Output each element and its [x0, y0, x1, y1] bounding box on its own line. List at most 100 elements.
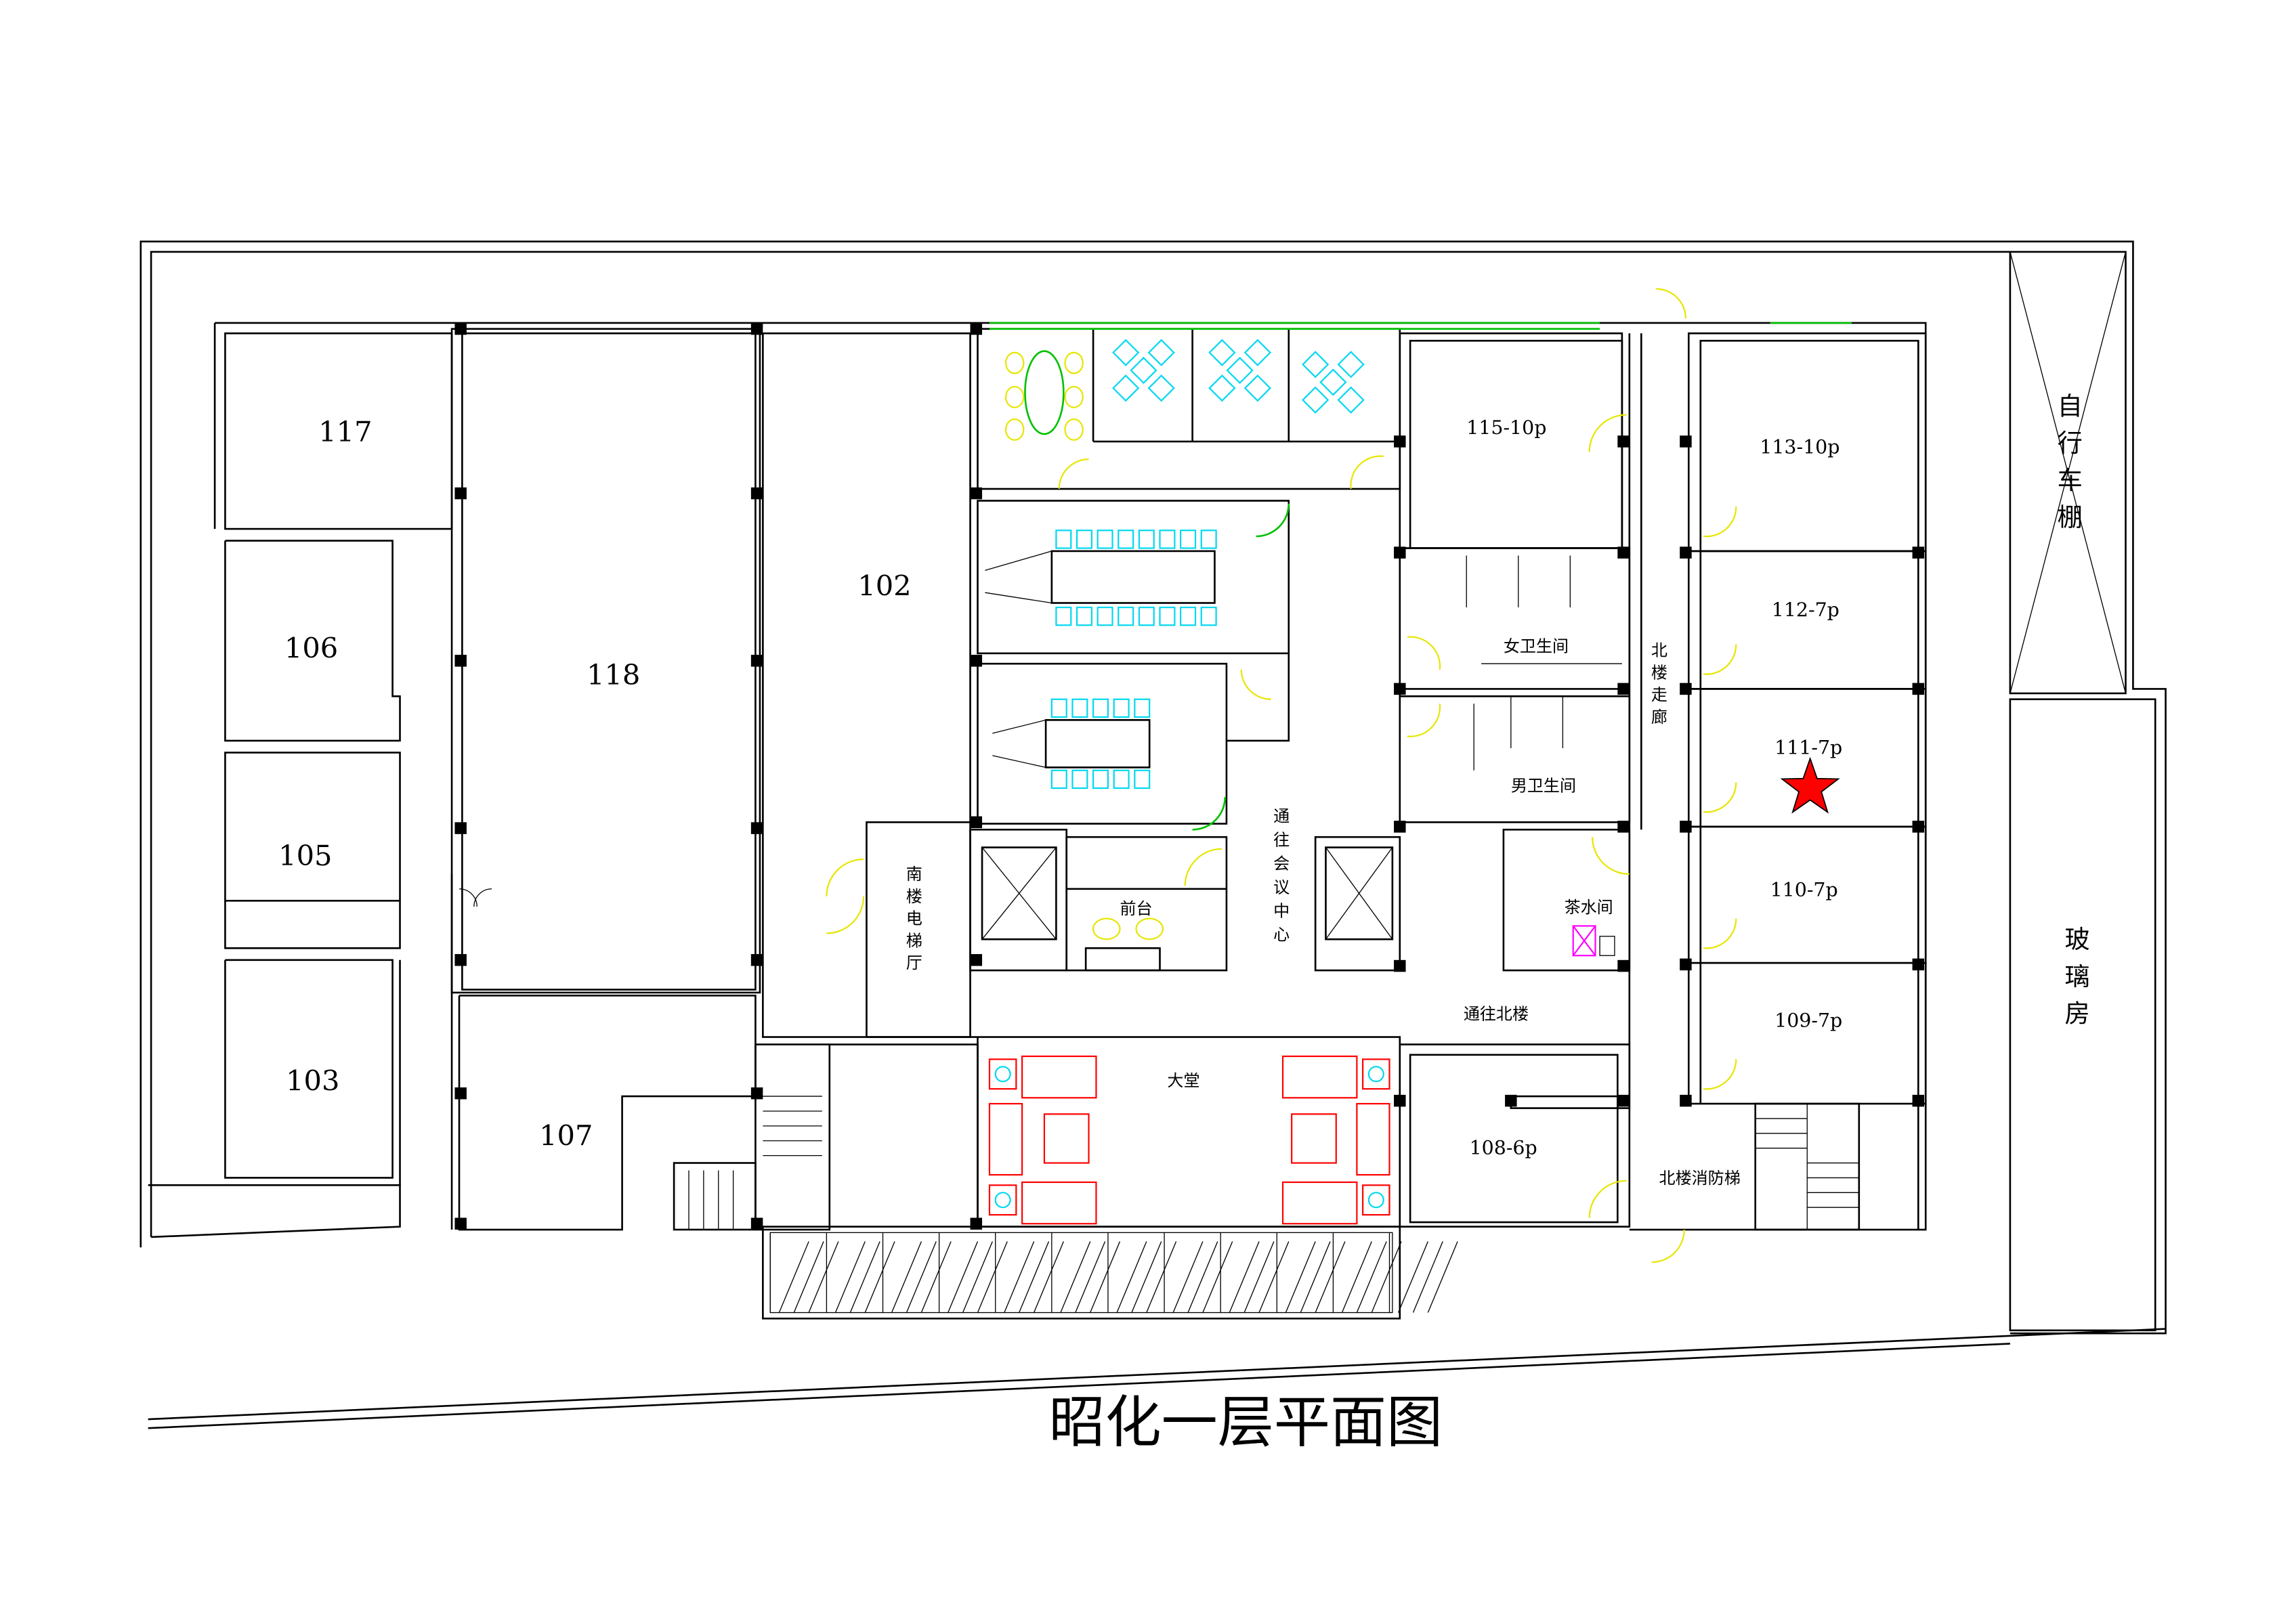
room-labels: 117 106 105 103 118 107 102 115-10p 113-… [278, 415, 1842, 1159]
lobby-sofas [988, 1055, 1390, 1225]
column [1912, 683, 1925, 695]
column [1680, 958, 1692, 971]
cafe-seat [1337, 386, 1365, 414]
chair [1055, 529, 1072, 549]
chair [1118, 529, 1134, 549]
chair [1076, 606, 1092, 626]
canopy-hatch-line [1172, 1241, 1204, 1313]
canopy-hatch-line [1116, 1241, 1147, 1313]
column [970, 1217, 983, 1230]
chair [1071, 698, 1088, 718]
chair [1092, 769, 1109, 790]
chair [1118, 606, 1134, 626]
reception-label: 前台 [1120, 899, 1152, 918]
column [1617, 1094, 1630, 1107]
cafe-seat [1130, 356, 1157, 385]
column [454, 1087, 467, 1100]
column [1680, 435, 1692, 448]
chair [1097, 606, 1113, 626]
canopy-hatch-line [1398, 1241, 1428, 1313]
cafe-seat [1112, 374, 1140, 402]
canopy-hatch-line [864, 1241, 895, 1313]
cafe-seat [1243, 339, 1271, 366]
doors [459, 288, 1737, 1263]
canopy-hatch-line [1075, 1241, 1106, 1313]
canopy-hatch [769, 1232, 1458, 1313]
cafe-seat [1302, 351, 1330, 379]
cafe-seat [1112, 339, 1140, 366]
column [1617, 959, 1630, 972]
column [1617, 683, 1630, 695]
chair [1113, 698, 1130, 718]
canopy-hatch-line [1356, 1241, 1387, 1313]
column [1912, 1094, 1925, 1107]
column [970, 816, 983, 829]
column [1617, 546, 1630, 559]
chair [1159, 529, 1176, 549]
column [1617, 435, 1630, 448]
column [750, 487, 763, 500]
structural-columns [454, 322, 1925, 1230]
room-117: 117 [318, 415, 372, 448]
column [454, 954, 467, 966]
canopy-hatch-line [1033, 1241, 1064, 1313]
column [454, 322, 467, 335]
chair [1076, 529, 1092, 549]
column [1394, 683, 1406, 695]
glass-room: 玻璃房 [2009, 698, 2156, 1332]
column [1680, 546, 1692, 559]
canopy-hatch-line [1427, 1241, 1458, 1313]
room-103: 103 [286, 1064, 339, 1097]
canopy-hatch-line [891, 1241, 922, 1313]
canopy-hatch-line [1090, 1241, 1121, 1313]
cafe-seat [1302, 386, 1330, 414]
plan-title: 昭化一层平面图 [1048, 1389, 1443, 1455]
canopy-hatch-line [808, 1241, 839, 1313]
chair [1113, 769, 1130, 790]
room-118: 118 [587, 658, 640, 691]
women-wc-label: 女卫生间 [1504, 637, 1569, 656]
canopy-hatch-line [1202, 1241, 1233, 1313]
cafe-seat [1147, 339, 1175, 366]
canopy-hatch-line [834, 1241, 866, 1313]
canopy-hatch-line [1019, 1241, 1050, 1313]
room-109: 109-7p [1774, 1009, 1842, 1031]
canopy-hatch-line [962, 1241, 993, 1313]
chair [1134, 769, 1151, 790]
canopy-hatch-line [1187, 1241, 1218, 1313]
chair [1134, 698, 1151, 718]
cafe-seat [1208, 339, 1236, 366]
column [1680, 1094, 1692, 1107]
chair [1097, 529, 1113, 549]
column [1912, 821, 1925, 833]
north-fire-stair-label: 北楼消防梯 [1659, 1169, 1741, 1188]
lobby-label: 大堂 [1167, 1071, 1199, 1090]
tea-room-label: 茶水间 [1565, 898, 1613, 917]
cafe-seat [1208, 374, 1236, 402]
canopy-hatch-line [793, 1241, 824, 1313]
canopy-hatch-line [920, 1241, 952, 1313]
room-102: 102 [857, 569, 911, 603]
canopy-hatch-line [1243, 1241, 1275, 1313]
chair [1050, 698, 1067, 718]
room-105: 105 [278, 839, 332, 872]
canopy-hatch-line [1341, 1241, 1372, 1313]
room-111: 111-7p [1774, 737, 1842, 759]
column [1912, 958, 1925, 971]
canopy-hatch-line [1315, 1241, 1346, 1313]
chair [1200, 606, 1217, 626]
canopy-hatch-line [1060, 1241, 1091, 1313]
star-icon [1780, 756, 1840, 814]
cafe-seat [1243, 374, 1271, 402]
chair [1138, 606, 1155, 626]
column [454, 1217, 467, 1230]
chair [1200, 529, 1217, 549]
column [970, 487, 983, 500]
canopy-hatch-line [1300, 1241, 1331, 1313]
room-110: 110-7p [1770, 879, 1838, 901]
north-corridor-label: 北楼走廊 [1648, 641, 1667, 730]
room-108: 108-6p [1470, 1136, 1537, 1159]
south-elevator-hall-label: 南楼电梯厅 [903, 865, 922, 976]
column [750, 1087, 763, 1100]
